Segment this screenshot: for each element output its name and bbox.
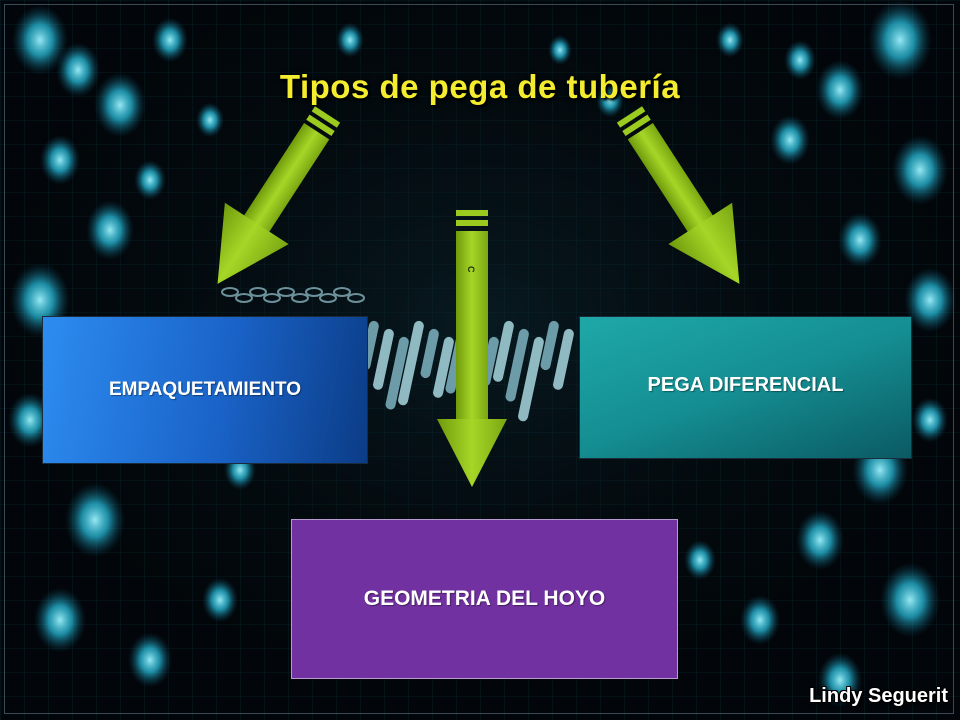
background-glow-dot <box>784 40 816 80</box>
background-pipe <box>493 320 514 382</box>
background-pipe <box>540 320 559 371</box>
background-pipe-end <box>235 293 253 303</box>
background-pipe <box>385 336 409 410</box>
background-glow-dot <box>134 160 166 200</box>
background-glow-dot <box>770 115 810 165</box>
slide-title: Tipos de pega de tubería <box>279 68 681 105</box>
arrow-to-geometria-del-hoyo: C <box>437 210 507 487</box>
background-glow-dot <box>868 0 932 80</box>
background-pipe <box>553 328 574 390</box>
background-glow-dot <box>548 35 572 65</box>
arrow-to-empaquetamiento <box>217 106 341 284</box>
box-geometria-del-hoyo-label: GEOMETRIA DEL HOYO <box>363 587 606 610</box>
arrow-to-pega-diferencial <box>616 106 740 284</box>
box-geometria-del-hoyo: GEOMETRIA DEL HOYO <box>291 519 678 679</box>
background-glow-dot <box>56 42 100 98</box>
background-glow-dot <box>904 267 956 333</box>
background-glow-dot <box>152 17 188 63</box>
box-pega-diferencial-label: PEGA DIFERENCIAL <box>647 374 844 396</box>
background-pipe <box>505 328 529 402</box>
background-pipe-end <box>291 293 309 303</box>
background-glow-dot <box>818 652 862 708</box>
background-glow-dot <box>86 200 134 260</box>
background-pipe-end <box>221 287 239 297</box>
background-pipe-end <box>347 293 365 303</box>
author-credit: Lindy Seguerit <box>809 685 948 707</box>
background-pipe <box>518 336 544 422</box>
box-pega-diferencial: PEGA DIFERENCIAL <box>579 316 912 459</box>
background-glow-dot <box>716 22 744 58</box>
background-pipe <box>420 328 439 379</box>
background-pipe-end <box>319 293 337 303</box>
background-glow-dot <box>816 60 864 120</box>
background-pipe-end <box>263 293 281 303</box>
background-glow-dot <box>892 135 948 205</box>
background-glow-dot <box>912 397 948 443</box>
background-glow-dot <box>34 587 86 653</box>
background-glow-dot <box>128 632 172 688</box>
background-glow-dot <box>196 102 224 138</box>
box-empaquetamiento: EMPAQUETAMIENTO <box>42 316 368 464</box>
background-glow-dot <box>40 135 80 185</box>
background-glow-dot <box>596 82 624 118</box>
background-glow-dot <box>94 72 146 138</box>
background-glow-dot <box>202 577 238 623</box>
center-arrow-mark: C <box>466 266 476 273</box>
box-empaquetamiento-label: EMPAQUETAMIENTO <box>108 379 302 400</box>
background-pipe-end <box>249 287 267 297</box>
background-glow-dot <box>8 392 52 448</box>
background-pipe <box>398 320 424 406</box>
background-glow-dot <box>796 510 844 570</box>
background-glow-dot <box>740 595 780 645</box>
background-glow-dot <box>838 212 882 268</box>
background-pipe-end <box>333 287 351 297</box>
background-glow-dot <box>336 22 364 58</box>
background-pipe-end <box>305 287 323 297</box>
background-pipe <box>373 328 394 390</box>
background-pipe <box>433 336 454 398</box>
background-glow-dot <box>880 562 940 638</box>
background-glow-dot <box>684 540 716 580</box>
background-glow-dot <box>65 482 125 558</box>
background-pipe-end <box>277 287 295 297</box>
background-glow-dot <box>12 5 68 75</box>
